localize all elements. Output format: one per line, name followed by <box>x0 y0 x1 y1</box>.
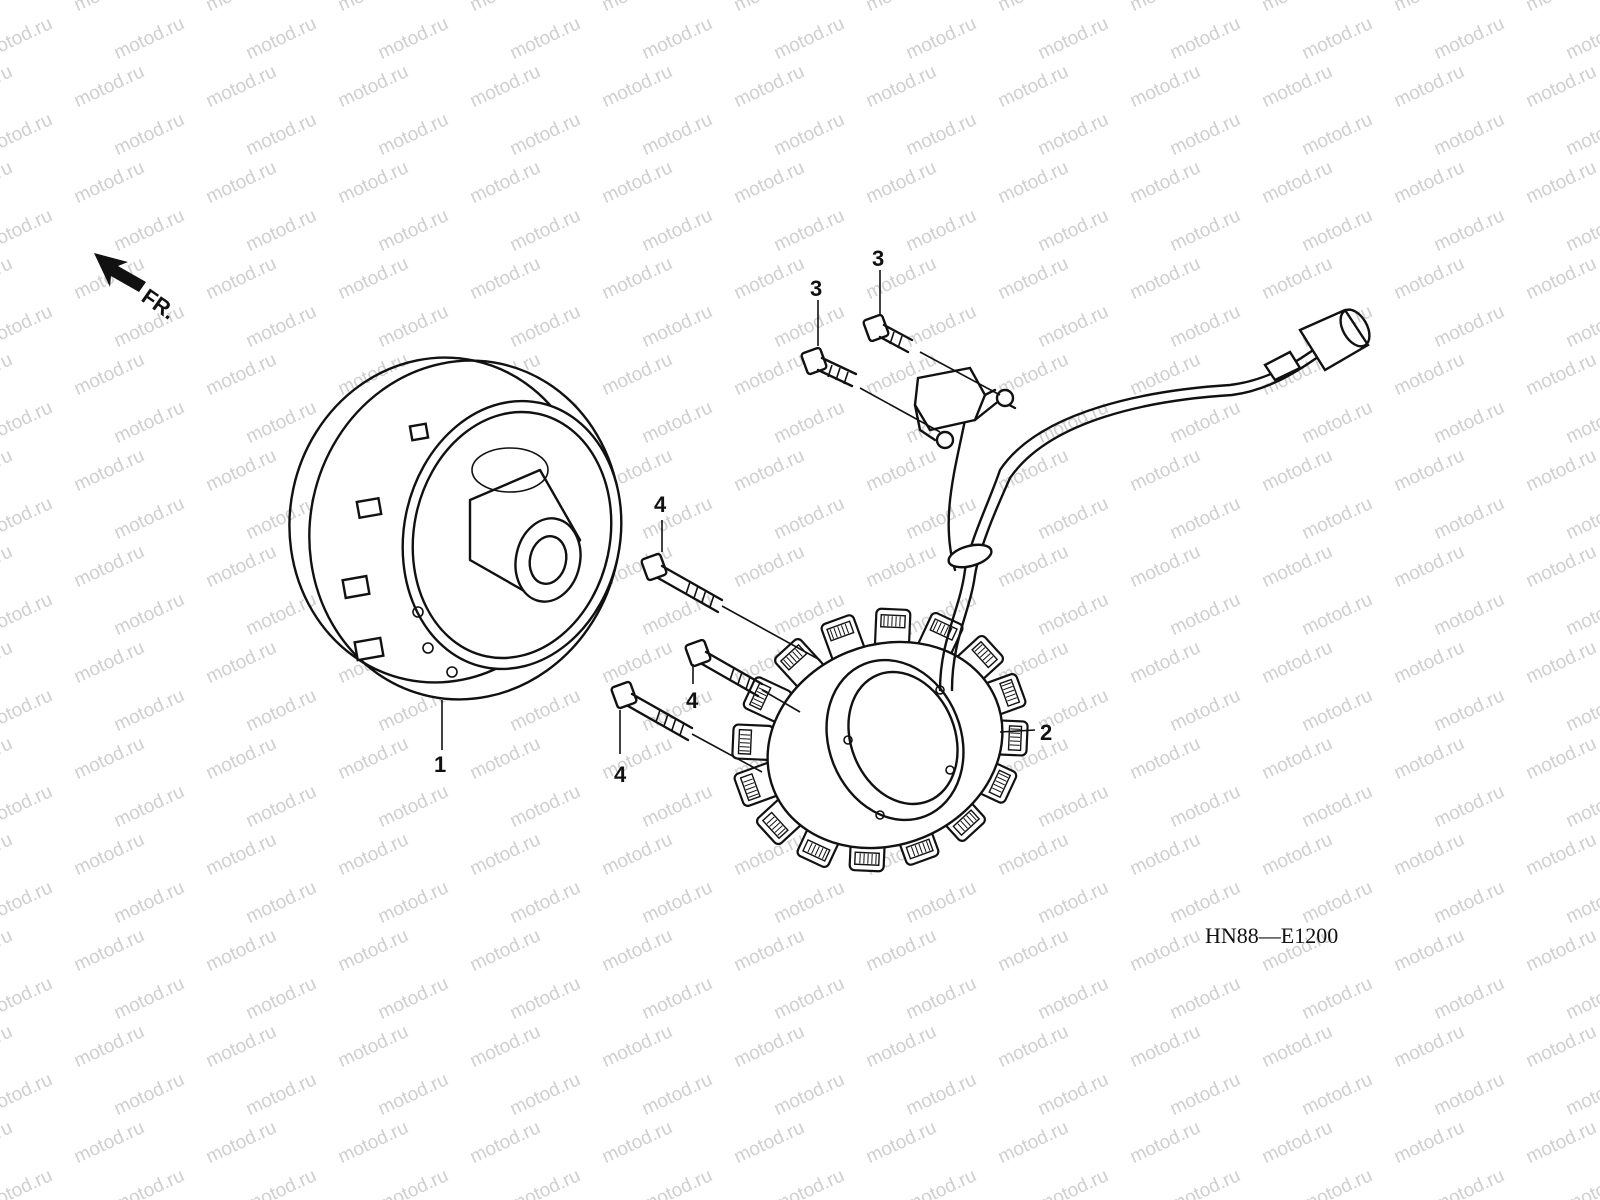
callout-part-2: 2 <box>1040 720 1052 745</box>
fr-label: FR. <box>137 284 180 325</box>
callout-part-4-b: 4 <box>686 688 699 713</box>
pulse-generator-icon <box>859 351 1017 450</box>
stator-bolt-icon <box>610 680 763 773</box>
diagram-code: HN88—E1200 <box>1205 923 1338 948</box>
callout-part-4-a: 4 <box>654 492 667 517</box>
front-direction-marker: FR. <box>94 253 181 324</box>
wire-harness-icon <box>938 308 1371 692</box>
stator-coil-icon <box>731 607 1036 873</box>
stator-tooth <box>873 607 912 651</box>
pulse-generator-bolt-icon <box>862 313 914 354</box>
callout-part-1: 1 <box>434 752 446 777</box>
stator-bolt-icon <box>684 638 801 713</box>
callout-part-4-c: 4 <box>614 762 627 787</box>
pulse-generator-bolt-icon <box>800 346 858 388</box>
callout-part-3-a: 3 <box>810 276 822 301</box>
stator-bolt-icon <box>640 552 821 661</box>
flywheel-rotor-icon <box>288 356 623 750</box>
callout-part-3-b: 3 <box>872 246 884 271</box>
arrow-left-up-icon <box>94 253 146 292</box>
